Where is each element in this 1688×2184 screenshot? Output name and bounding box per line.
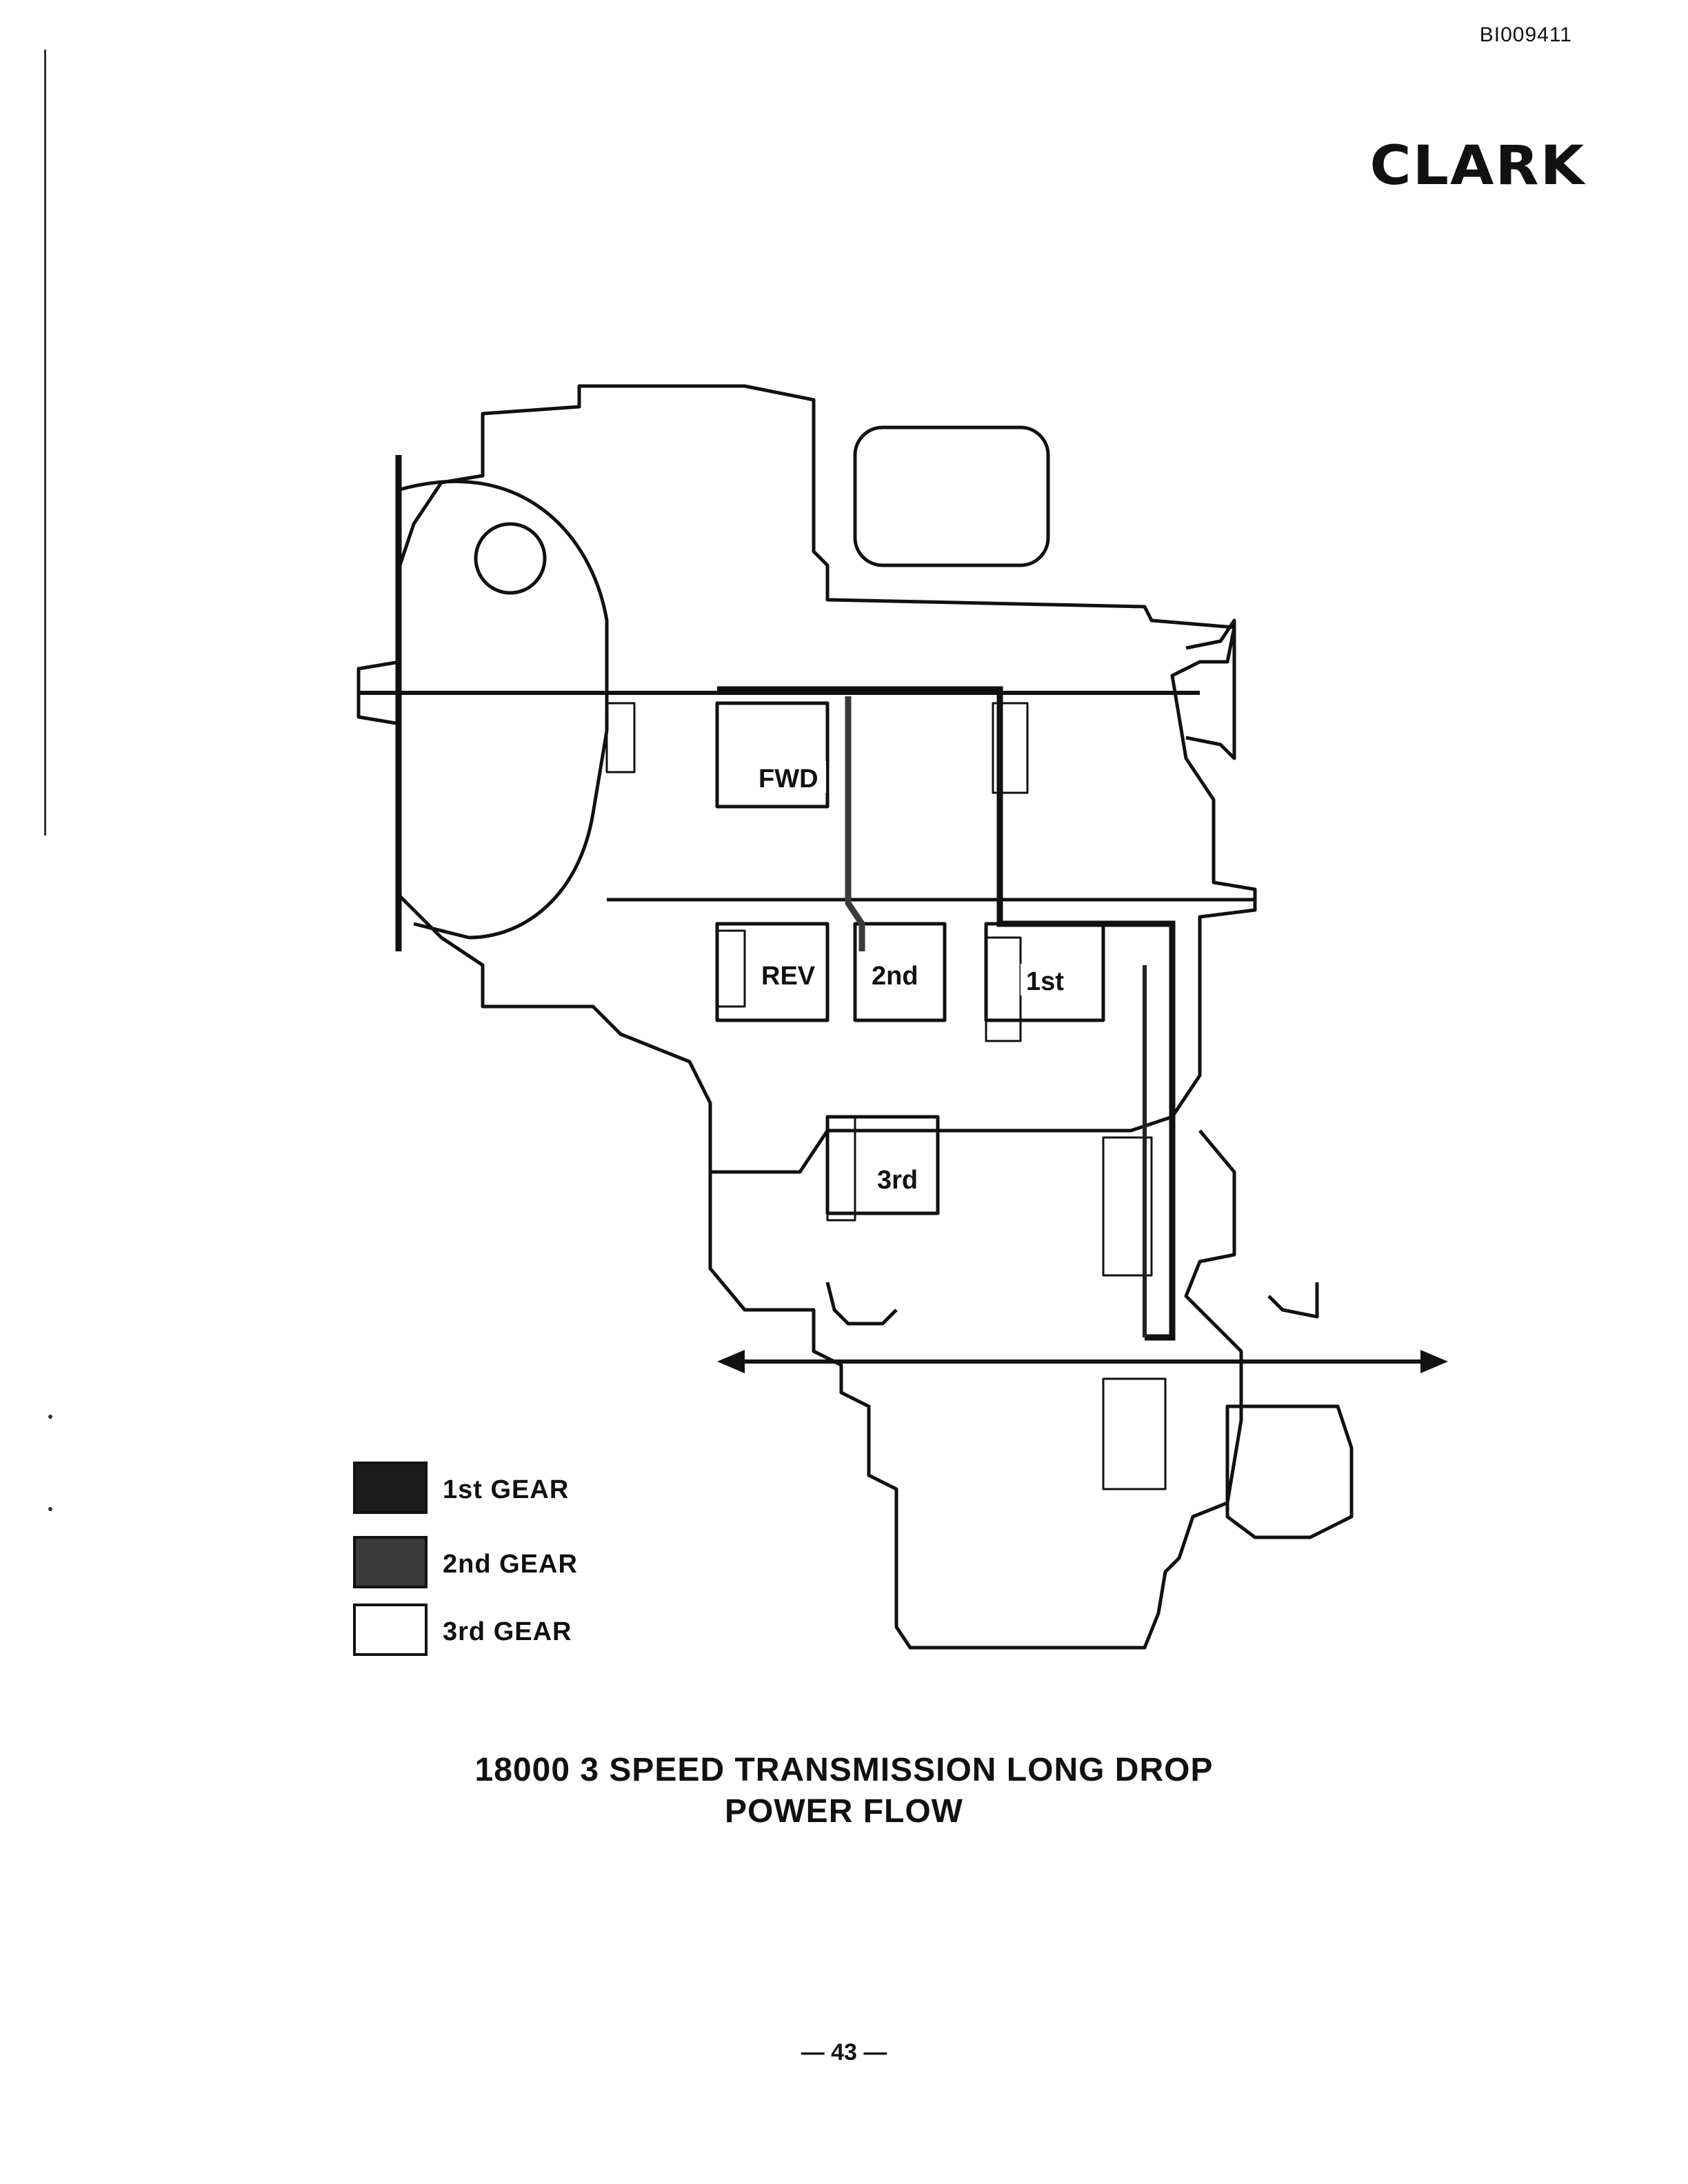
legend-label: 3rd GEAR bbox=[443, 1617, 572, 1646]
2nd-gear-swatch bbox=[353, 1536, 428, 1588]
output-arrow-left bbox=[717, 1350, 745, 1373]
rev-clutch-label: REV bbox=[761, 962, 816, 991]
second-clutch-label: 2nd bbox=[872, 962, 918, 991]
document-id: BI009411 bbox=[1479, 23, 1572, 46]
legend-item-3rd-gear: 3rd GEAR bbox=[353, 1604, 643, 1659]
third-clutch-label: 3rd bbox=[877, 1166, 918, 1195]
3rd-gear-swatch bbox=[353, 1604, 428, 1656]
binding-margin-line bbox=[44, 50, 46, 836]
legend-item-2nd-gear: 2nd GEAR bbox=[353, 1536, 643, 1591]
legend-label: 2nd GEAR bbox=[443, 1550, 578, 1579]
drop-box-housing bbox=[708, 1117, 1243, 1650]
second-gear-power-flow bbox=[845, 696, 865, 951]
margin-mark bbox=[48, 1415, 52, 1419]
second-clutch bbox=[853, 922, 947, 1022]
first-gear-power-flow bbox=[717, 686, 1176, 1341]
page-number: — 43 — bbox=[801, 2039, 887, 2065]
gear bbox=[716, 929, 746, 1008]
output-arrow-right bbox=[1420, 1350, 1448, 1373]
clark-logo: CLARK bbox=[1369, 135, 1586, 197]
legend-item-1st-gear: 1st GEAR bbox=[353, 1462, 643, 1517]
fwd-clutch-label: FWD bbox=[758, 765, 818, 793]
legend-label: 1st GEAR bbox=[443, 1475, 570, 1504]
parking-brake bbox=[1225, 1404, 1354, 1539]
oil-filter bbox=[853, 425, 1050, 567]
rear-output-flange bbox=[1267, 1282, 1319, 1319]
upper-output-flange bbox=[1185, 618, 1236, 760]
figure-caption-title: 18000 3 SPEED TRANSMISSION LONG DROP bbox=[474, 1752, 1214, 1788]
first-clutch-label: 1st bbox=[1026, 967, 1064, 996]
gear bbox=[992, 702, 1029, 794]
front-output-flange bbox=[825, 1282, 898, 1326]
gear bbox=[985, 936, 1022, 1042]
margin-mark bbox=[48, 1507, 52, 1511]
gear bbox=[1102, 1136, 1153, 1277]
gear bbox=[1102, 1377, 1167, 1490]
torque-converter bbox=[399, 480, 609, 940]
gear bbox=[826, 1115, 856, 1222]
fwd-clutch bbox=[715, 701, 830, 809]
1st-gear-swatch bbox=[353, 1462, 428, 1514]
gear bbox=[605, 702, 636, 774]
figure-caption-subtitle: POWER FLOW bbox=[725, 1793, 963, 1830]
turbine-hub bbox=[474, 522, 547, 595]
